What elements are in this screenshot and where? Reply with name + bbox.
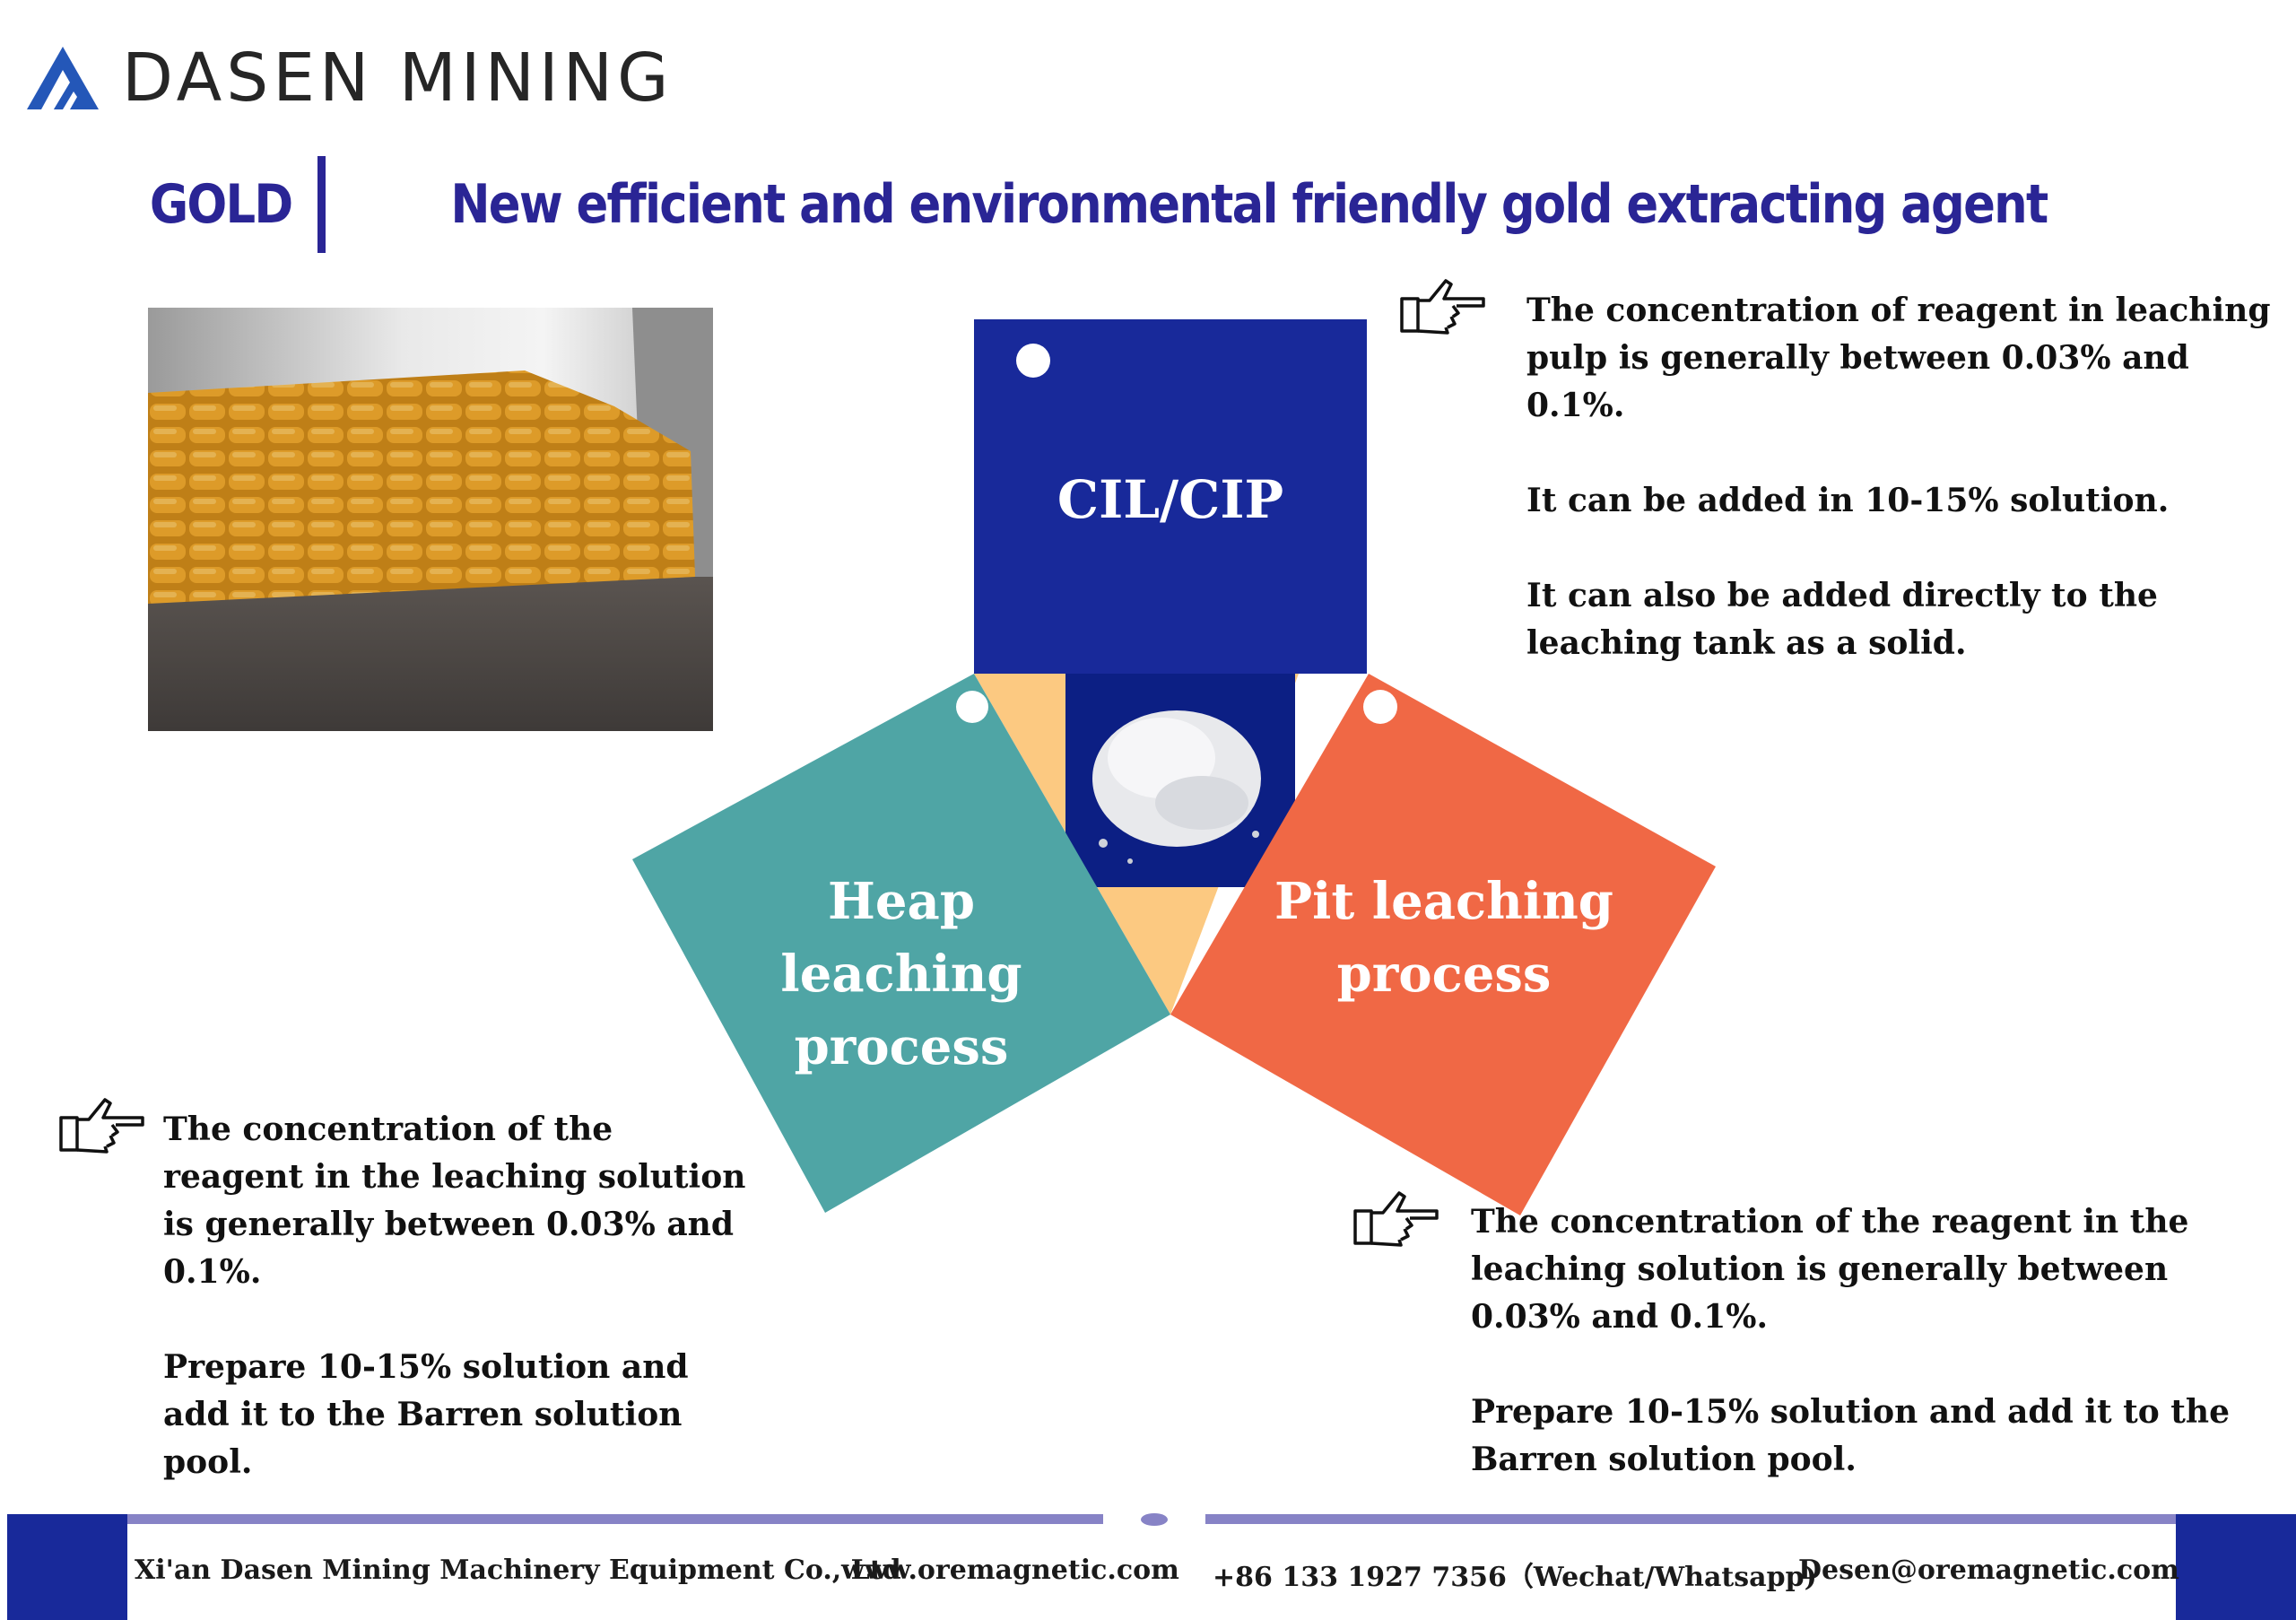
product-bags-photo: [148, 308, 713, 731]
pit-leaching-square: [1170, 674, 1716, 1215]
footer: [0, 1507, 2296, 1620]
cil-cip-notes: The concentration of reagent in leaching…: [1526, 287, 2275, 667]
heap-leaching-square: [632, 674, 1170, 1213]
cil-note-1: The concentration of reagent in leaching…: [1526, 292, 2271, 424]
footer-website[interactable]: www.oremagnetic.com: [841, 1555, 1179, 1586]
process-diagram: CIL/CIP Heap leaching process Pit leachi…: [628, 314, 1722, 1220]
cil-cip-square: [974, 319, 1367, 674]
page-title: GOLD New efficient and environmental fri…: [0, 151, 2296, 258]
pointing-hand-icon: [1353, 1191, 1439, 1247]
pit-note-2: Prepare 10-15% solution and add it to th…: [1471, 1393, 2230, 1478]
cil-note-2: It can be added in 10-15% solution.: [1526, 482, 2170, 519]
cil-cip-label: CIL/CIP: [1057, 469, 1284, 530]
title-main: New efficient and environmental friendly…: [450, 173, 2049, 236]
title-divider: [317, 156, 326, 253]
pit-note-1: The concentration of the reagent in the …: [1471, 1203, 2189, 1336]
pit-label-line2: process: [1336, 945, 1552, 1005]
heap-note-1: The concentration of the reagent in the …: [163, 1110, 746, 1291]
cil-note-3: It can also be added directly to the lea…: [1526, 577, 2158, 662]
footer-phone[interactable]: +86 133 1927 7356（Wechat/Whatsapp): [1213, 1562, 1817, 1593]
heap-leaching-label: Heap leaching process: [713, 866, 1090, 1084]
footer-contacts: Xi'an Dasen Mining Machinery Equipment C…: [0, 1555, 2296, 1599]
pit-leaching-label: Pit leaching process: [1256, 866, 1632, 1011]
brand-logo: DASEN MINING: [23, 38, 673, 118]
brand-name: DASEN MINING: [122, 39, 674, 117]
heap-label-line1: Heap leaching: [780, 872, 1022, 1005]
heap-note-2: Prepare 10-15% solution and add it to th…: [163, 1348, 689, 1481]
title-lead: GOLD: [149, 173, 293, 236]
powder-photo: [1065, 674, 1295, 887]
footer-email[interactable]: Desen@oremagnetic.com: [1798, 1555, 2179, 1586]
heap-leaching-notes: The concentration of the reagent in the …: [163, 1106, 755, 1486]
dasen-mountain-logo-icon: [27, 47, 99, 109]
pointing-hand-icon: [59, 1098, 144, 1154]
pit-leaching-notes: The concentration of the reagent in the …: [1471, 1198, 2278, 1484]
heap-label-line2: process: [794, 1017, 1009, 1077]
footer-company: Xi'an Dasen Mining Machinery Equipment C…: [135, 1555, 901, 1586]
pointing-hand-icon: [1400, 279, 1485, 335]
pit-label-line1: Pit leaching: [1274, 872, 1613, 931]
